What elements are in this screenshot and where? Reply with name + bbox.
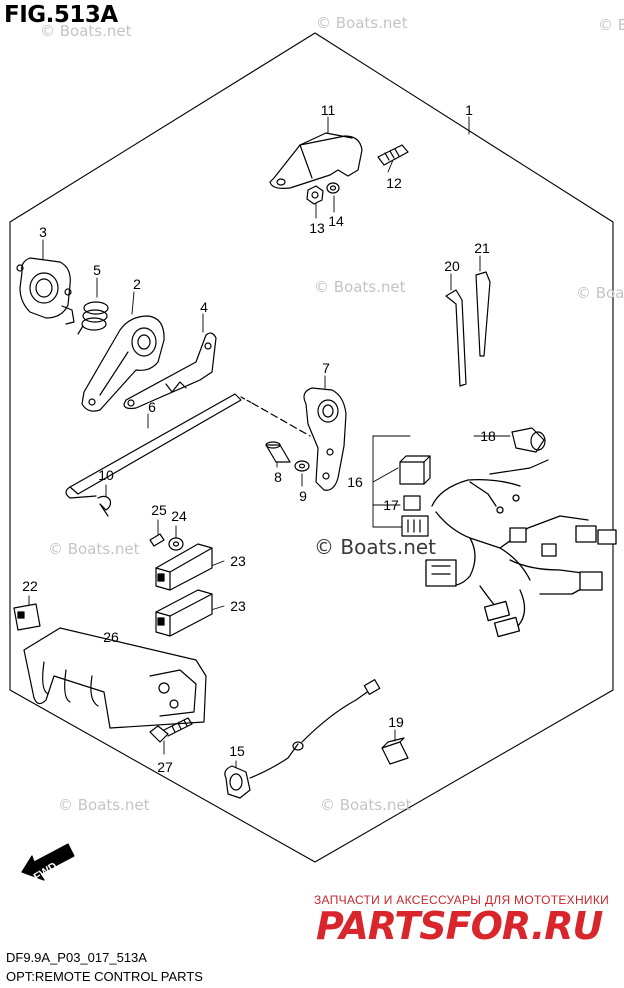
part-19-cap	[381, 737, 409, 765]
ref-number: 9	[299, 488, 307, 504]
ref-number: 15	[229, 743, 245, 759]
part-20-tie	[445, 289, 467, 387]
watermark: © Boats.net	[320, 796, 412, 814]
part-2-lever	[81, 315, 165, 412]
ref-number: 5	[93, 262, 101, 278]
ref-number: 19	[388, 714, 404, 730]
ref-number: 11	[320, 102, 336, 118]
fwd-arrow-icon	[21, 843, 75, 881]
part-15-switch	[224, 679, 381, 799]
part-13-nut	[306, 185, 324, 205]
watermark: © Boats.net	[576, 284, 624, 302]
ref-number: 20	[444, 258, 460, 274]
part-21-tie	[475, 271, 491, 357]
ref-number: 21	[474, 240, 490, 256]
watermark: © Boats.net	[40, 22, 132, 40]
watermark-center: © Boats.net	[314, 535, 437, 559]
part-22-pad	[13, 603, 41, 631]
ref-number: 25	[151, 502, 167, 518]
figure-title: FIG.513A	[4, 2, 118, 28]
part-10-clip	[97, 495, 112, 517]
ref-number: 12	[386, 175, 402, 191]
part-16-relay	[399, 455, 431, 485]
part-23-block-upper	[155, 543, 213, 591]
ref-number: 27	[157, 759, 173, 775]
ref-number: 8	[274, 469, 282, 485]
ref-number: 22	[22, 578, 38, 594]
brand-tagline: ЗАПЧАСТИ И АКСЕССУАРЫ ДЛЯ МОТОТЕХНИКИ	[314, 893, 610, 907]
part-18-grommet	[489, 427, 549, 475]
part-14-washer	[326, 182, 340, 194]
part-8-pin	[265, 441, 291, 463]
part-26-plate	[23, 627, 207, 729]
ref-number: 13	[309, 220, 325, 236]
ref-number: 26	[103, 629, 119, 645]
part-11-bracket	[269, 132, 363, 189]
watermark: © Boats.net	[598, 16, 624, 34]
part-12-bolt	[377, 144, 409, 166]
figure-name: OPT:REMOTE CONTROL PARTS	[6, 969, 203, 984]
ref-number: 1	[465, 102, 473, 118]
figure-code: DF9.9A_P03_017_513A	[6, 950, 147, 965]
ref-number: 16	[347, 474, 363, 490]
ref-number: 6	[148, 399, 156, 415]
ref-number: 18	[480, 428, 496, 444]
part-23-block-lower	[155, 589, 213, 637]
part-3-housing	[16, 257, 75, 325]
ref-number: 17	[383, 497, 399, 513]
ref-number: 23	[230, 553, 246, 569]
part-24-washer	[168, 537, 184, 551]
ref-number: 24	[171, 508, 187, 524]
watermark: © Boats.net	[58, 796, 150, 814]
watermark: © Boats.net	[48, 540, 140, 558]
ref-number: 3	[39, 224, 47, 240]
brand-logo: PARTSFOR.RU	[316, 904, 603, 948]
assembly-frame	[9, 32, 614, 863]
ref-number: 23	[230, 598, 246, 614]
part-7-arm	[303, 387, 347, 491]
watermark: © Boats.net	[314, 278, 406, 296]
part-6-rod	[65, 393, 311, 499]
part-27-bolt	[149, 717, 193, 743]
ref-number: 4	[200, 299, 208, 315]
part-25-screw	[149, 533, 165, 547]
ref-number: 14	[328, 213, 344, 229]
part-4-link	[123, 332, 217, 410]
part-17-connector	[401, 495, 429, 537]
ref-number: 10	[98, 467, 114, 483]
watermark: © Boats.net	[316, 14, 408, 32]
ref-number: 7	[322, 360, 330, 376]
part-9-washer	[294, 460, 310, 472]
ref-number: 2	[133, 276, 141, 292]
part-5-spring	[77, 301, 109, 335]
part-1-harness	[425, 478, 617, 638]
